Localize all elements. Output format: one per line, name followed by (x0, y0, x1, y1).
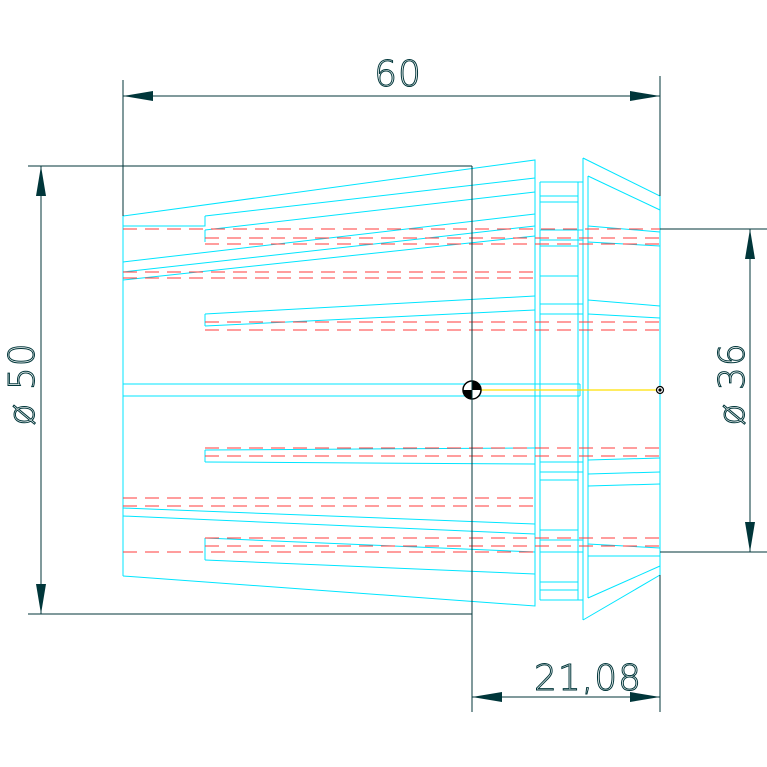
end-mark-icon (655, 385, 665, 395)
dimension-label-overall-length: 60 (374, 54, 422, 95)
dimension-label-outer-diameter: ø 50 (2, 342, 43, 425)
dimension-label-nose-length: 21,08 (534, 658, 642, 699)
dimension-label-inner-diameter: ø 36 (712, 342, 753, 425)
hidden-lines (123, 228, 660, 553)
dimension-arrows (36, 91, 755, 702)
dimension-lines (28, 76, 767, 712)
